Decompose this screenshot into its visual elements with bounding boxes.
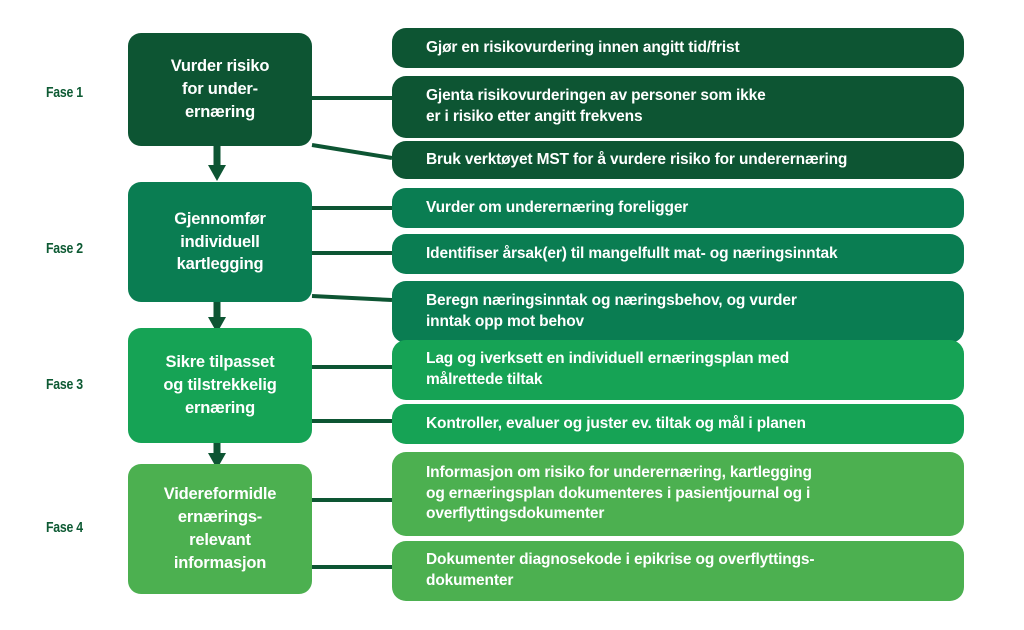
task-4-1-line-1: Informasjon om risiko for underernæring,… (426, 463, 812, 481)
task-2-3-line-1: Beregn næringsinntak og næringsbehov, og… (426, 292, 797, 310)
phase-box-2-line-3: kartlegging (176, 255, 264, 274)
task-box-3-1[interactable]: Lag og iverksett en individuell ernæring… (392, 340, 964, 400)
phase-box-1-line-1: Vurder risiko (170, 57, 270, 76)
task-box-2-1[interactable]: Vurder om underernæring foreligger (392, 188, 964, 228)
phase-box-3[interactable]: Sikre tilpasset og tilstrekkelig ernærin… (128, 328, 312, 443)
phase-box-1-line-3: ernæring (185, 102, 255, 121)
phase-box-1-line-2: for under- (182, 80, 258, 99)
task-3-2-line-1: Kontroller, evaluer og juster ev. tiltak… (426, 414, 806, 432)
arrow-phase1-to-phase2 (208, 146, 226, 181)
phase-box-2-line-1: Gjennomfør (174, 209, 266, 228)
phase-box-4-line-2: ernærings- (177, 508, 263, 527)
task-box-4-1[interactable]: Informasjon om risiko for underernæring,… (392, 452, 964, 536)
task-box-4-2[interactable]: Dokumenter diagnosekode i epikrise og ov… (392, 541, 964, 601)
task-box-2-3[interactable]: Beregn næringsinntak og næringsbehov, og… (392, 281, 964, 343)
task-box-3-2[interactable]: Kontroller, evaluer og juster ev. tiltak… (392, 404, 964, 444)
task-2-1-line-1: Vurder om underernæring foreligger (426, 198, 689, 216)
phase-label-4: Fase 4 (46, 519, 83, 536)
task-4-1-line-2: og ernæringsplan dokumenteres i pasientj… (426, 484, 811, 502)
task-box-1-3[interactable]: Bruk verktøyet MST for å vurdere risiko … (392, 141, 964, 179)
task-4-2-line-2: dokumenter (426, 572, 514, 589)
task-box-1-1[interactable]: Gjør en risikovurdering innen angitt tid… (392, 28, 964, 68)
task-2-2-line-1: Identifiser årsak(er) til mangelfullt ma… (426, 244, 838, 262)
task-1-2-line-1: Gjenta risikovurderingen av personer som… (426, 87, 766, 105)
phase-box-4-line-4: informasjon (173, 553, 267, 572)
task-1-2-line-2: er i risiko etter angitt frekvens (426, 108, 643, 125)
phase-label-2: Fase 2 (46, 240, 83, 257)
task-3-1-line-1: Lag og iverksett en individuell ernæring… (426, 350, 790, 368)
task-box-2-2[interactable]: Identifiser årsak(er) til mangelfullt ma… (392, 234, 964, 274)
phase-box-1[interactable]: Vurder risiko for under- ernæring (128, 33, 312, 146)
phase-box-2-line-2: individuell (180, 232, 260, 251)
phase-box-3-line-2: og tilstrekkelig (163, 376, 277, 395)
task-2-3-line-2: inntak opp mot behov (426, 313, 585, 330)
phase-box-4[interactable]: Videreformidle ernærings- relevant infor… (128, 464, 312, 594)
task-box-1-2[interactable]: Gjenta risikovurderingen av personer som… (392, 76, 964, 138)
task-1-3-line-1: Bruk verktøyet MST for å vurdere risiko … (426, 150, 848, 168)
task-4-1-line-3: overflyttingsdokumenter (426, 505, 605, 523)
task-1-1-line-1: Gjør en risikovurdering innen angitt tid… (426, 38, 740, 56)
phase-label-3: Fase 3 (46, 376, 83, 393)
task-3-1-line-2: målrettede tiltak (426, 371, 543, 388)
phase-label-1: Fase 1 (46, 84, 83, 101)
phase-box-4-line-3: relevant (189, 531, 251, 549)
phase-box-4-line-1: Videreformidle (163, 485, 277, 504)
phase-box-3-line-1: Sikre tilpasset (165, 353, 275, 372)
phase-box-2[interactable]: Gjennomfør individuell kartlegging (128, 182, 312, 302)
task-4-2-line-1: Dokumenter diagnosekode i epikrise og ov… (426, 551, 815, 569)
phase-box-3-line-3: ernæring (185, 398, 255, 417)
